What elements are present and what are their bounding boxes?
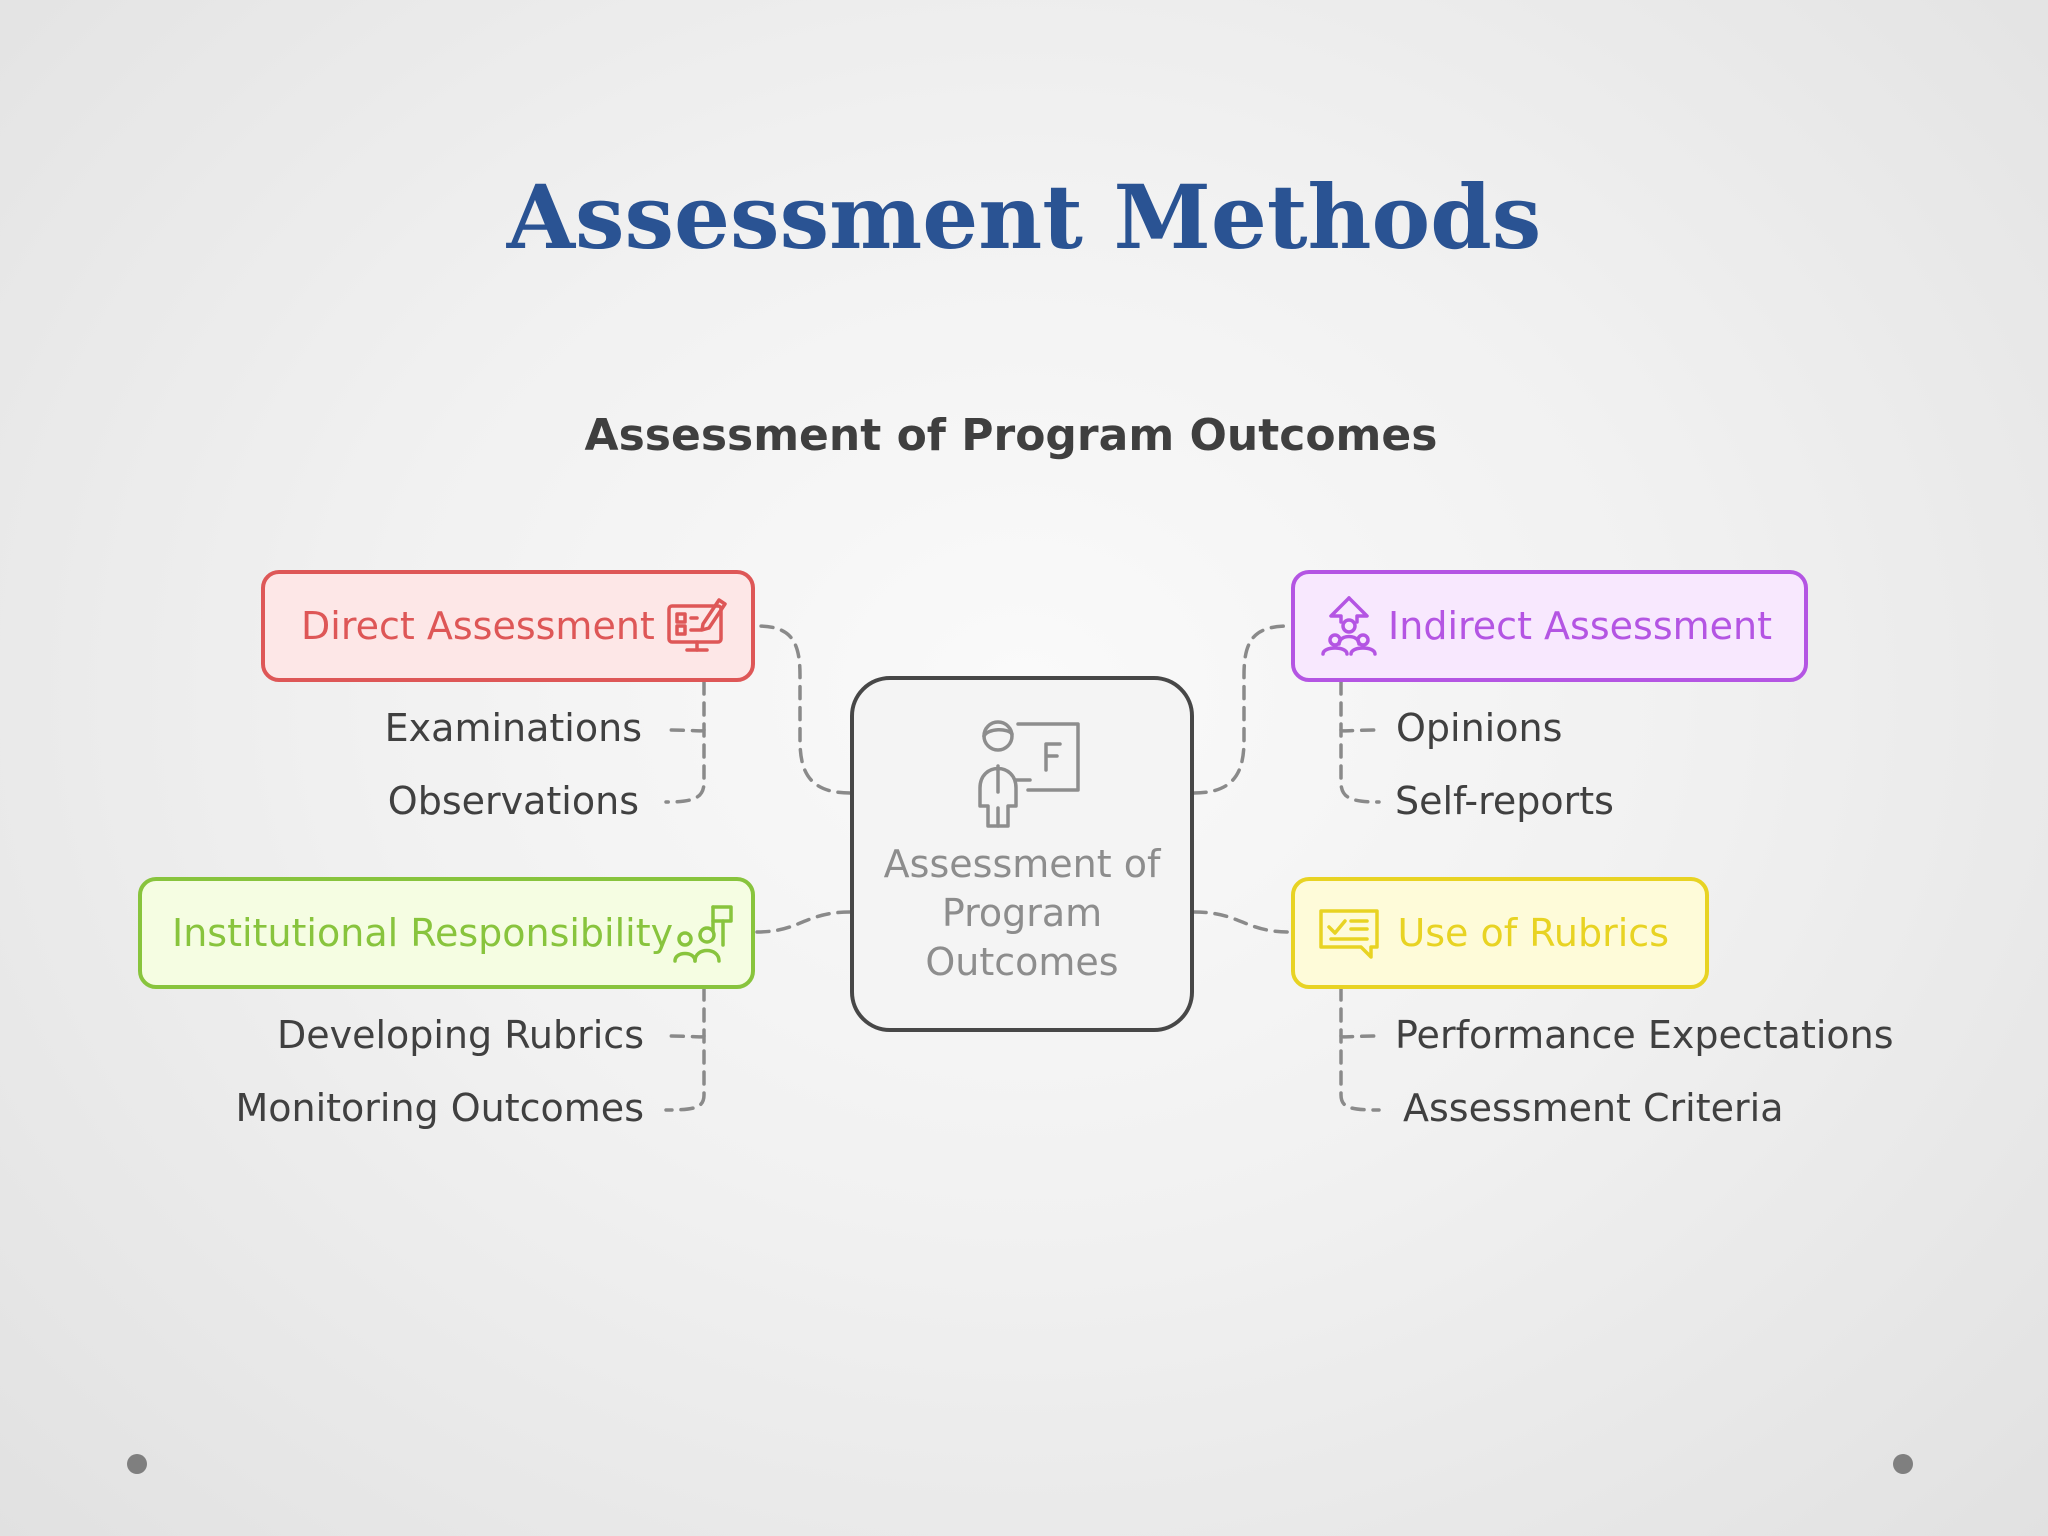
monitor-pencil-icon [667,598,727,652]
institutional-responsibility-label: Institutional Responsibility [172,911,674,955]
connector-examinations [664,680,706,804]
institutional-responsibility-box: Institutional Responsibility [138,877,755,989]
direct-assessment-box: Direct Assessment [261,570,755,682]
connector-observations [664,728,706,733]
indirect-item-self-reports: Self-reports [1395,779,1614,823]
connector-institutional [755,910,852,934]
slide-title: Assessment Methods [506,165,1542,269]
center-node: Assessment of Program Outcomes [850,676,1194,1032]
direct-item-examinations: Examinations [384,706,642,750]
people-flag-icon [673,905,733,963]
direct-item-observations: Observations [387,779,639,823]
people-growth-icon [1321,596,1377,656]
center-node-label: Assessment of Program Outcomes [883,842,1161,984]
use-of-rubrics-label: Use of Rubrics [1397,911,1669,955]
checklist-chat-icon [1319,909,1379,959]
rubrics-item-performance-expectations: Performance Expectations [1395,1013,1894,1057]
connector-rubrics [1192,910,1291,934]
connector-opinions [1339,728,1381,733]
direct-assessment-label: Direct Assessment [301,604,655,648]
rubrics-item-assessment-criteria: Assessment Criteria [1403,1086,1784,1130]
connector-indirect [1192,624,1291,795]
connector-monitoring [664,986,706,1112]
connector-assessment-criteria [1339,986,1381,1112]
nav-dot-left [127,1454,147,1474]
indirect-assessment-box: Indirect Assessment [1291,570,1808,682]
indirect-assessment-label: Indirect Assessment [1388,604,1772,648]
connector-self-reports [1339,680,1381,804]
use-of-rubrics-box: Use of Rubrics [1291,877,1709,989]
diagram-title: Assessment of Program Outcomes [584,410,1438,461]
teacher-board-icon [978,720,1080,828]
connector-performance [1339,1034,1381,1039]
institutional-item-developing-rubrics: Developing Rubrics [276,1013,644,1057]
indirect-item-opinions: Opinions [1396,706,1563,750]
nav-dot-right [1893,1454,1913,1474]
connector-developing [664,1034,706,1039]
institutional-item-monitoring-outcomes: Monitoring Outcomes [235,1086,644,1130]
connector-direct [755,624,852,795]
